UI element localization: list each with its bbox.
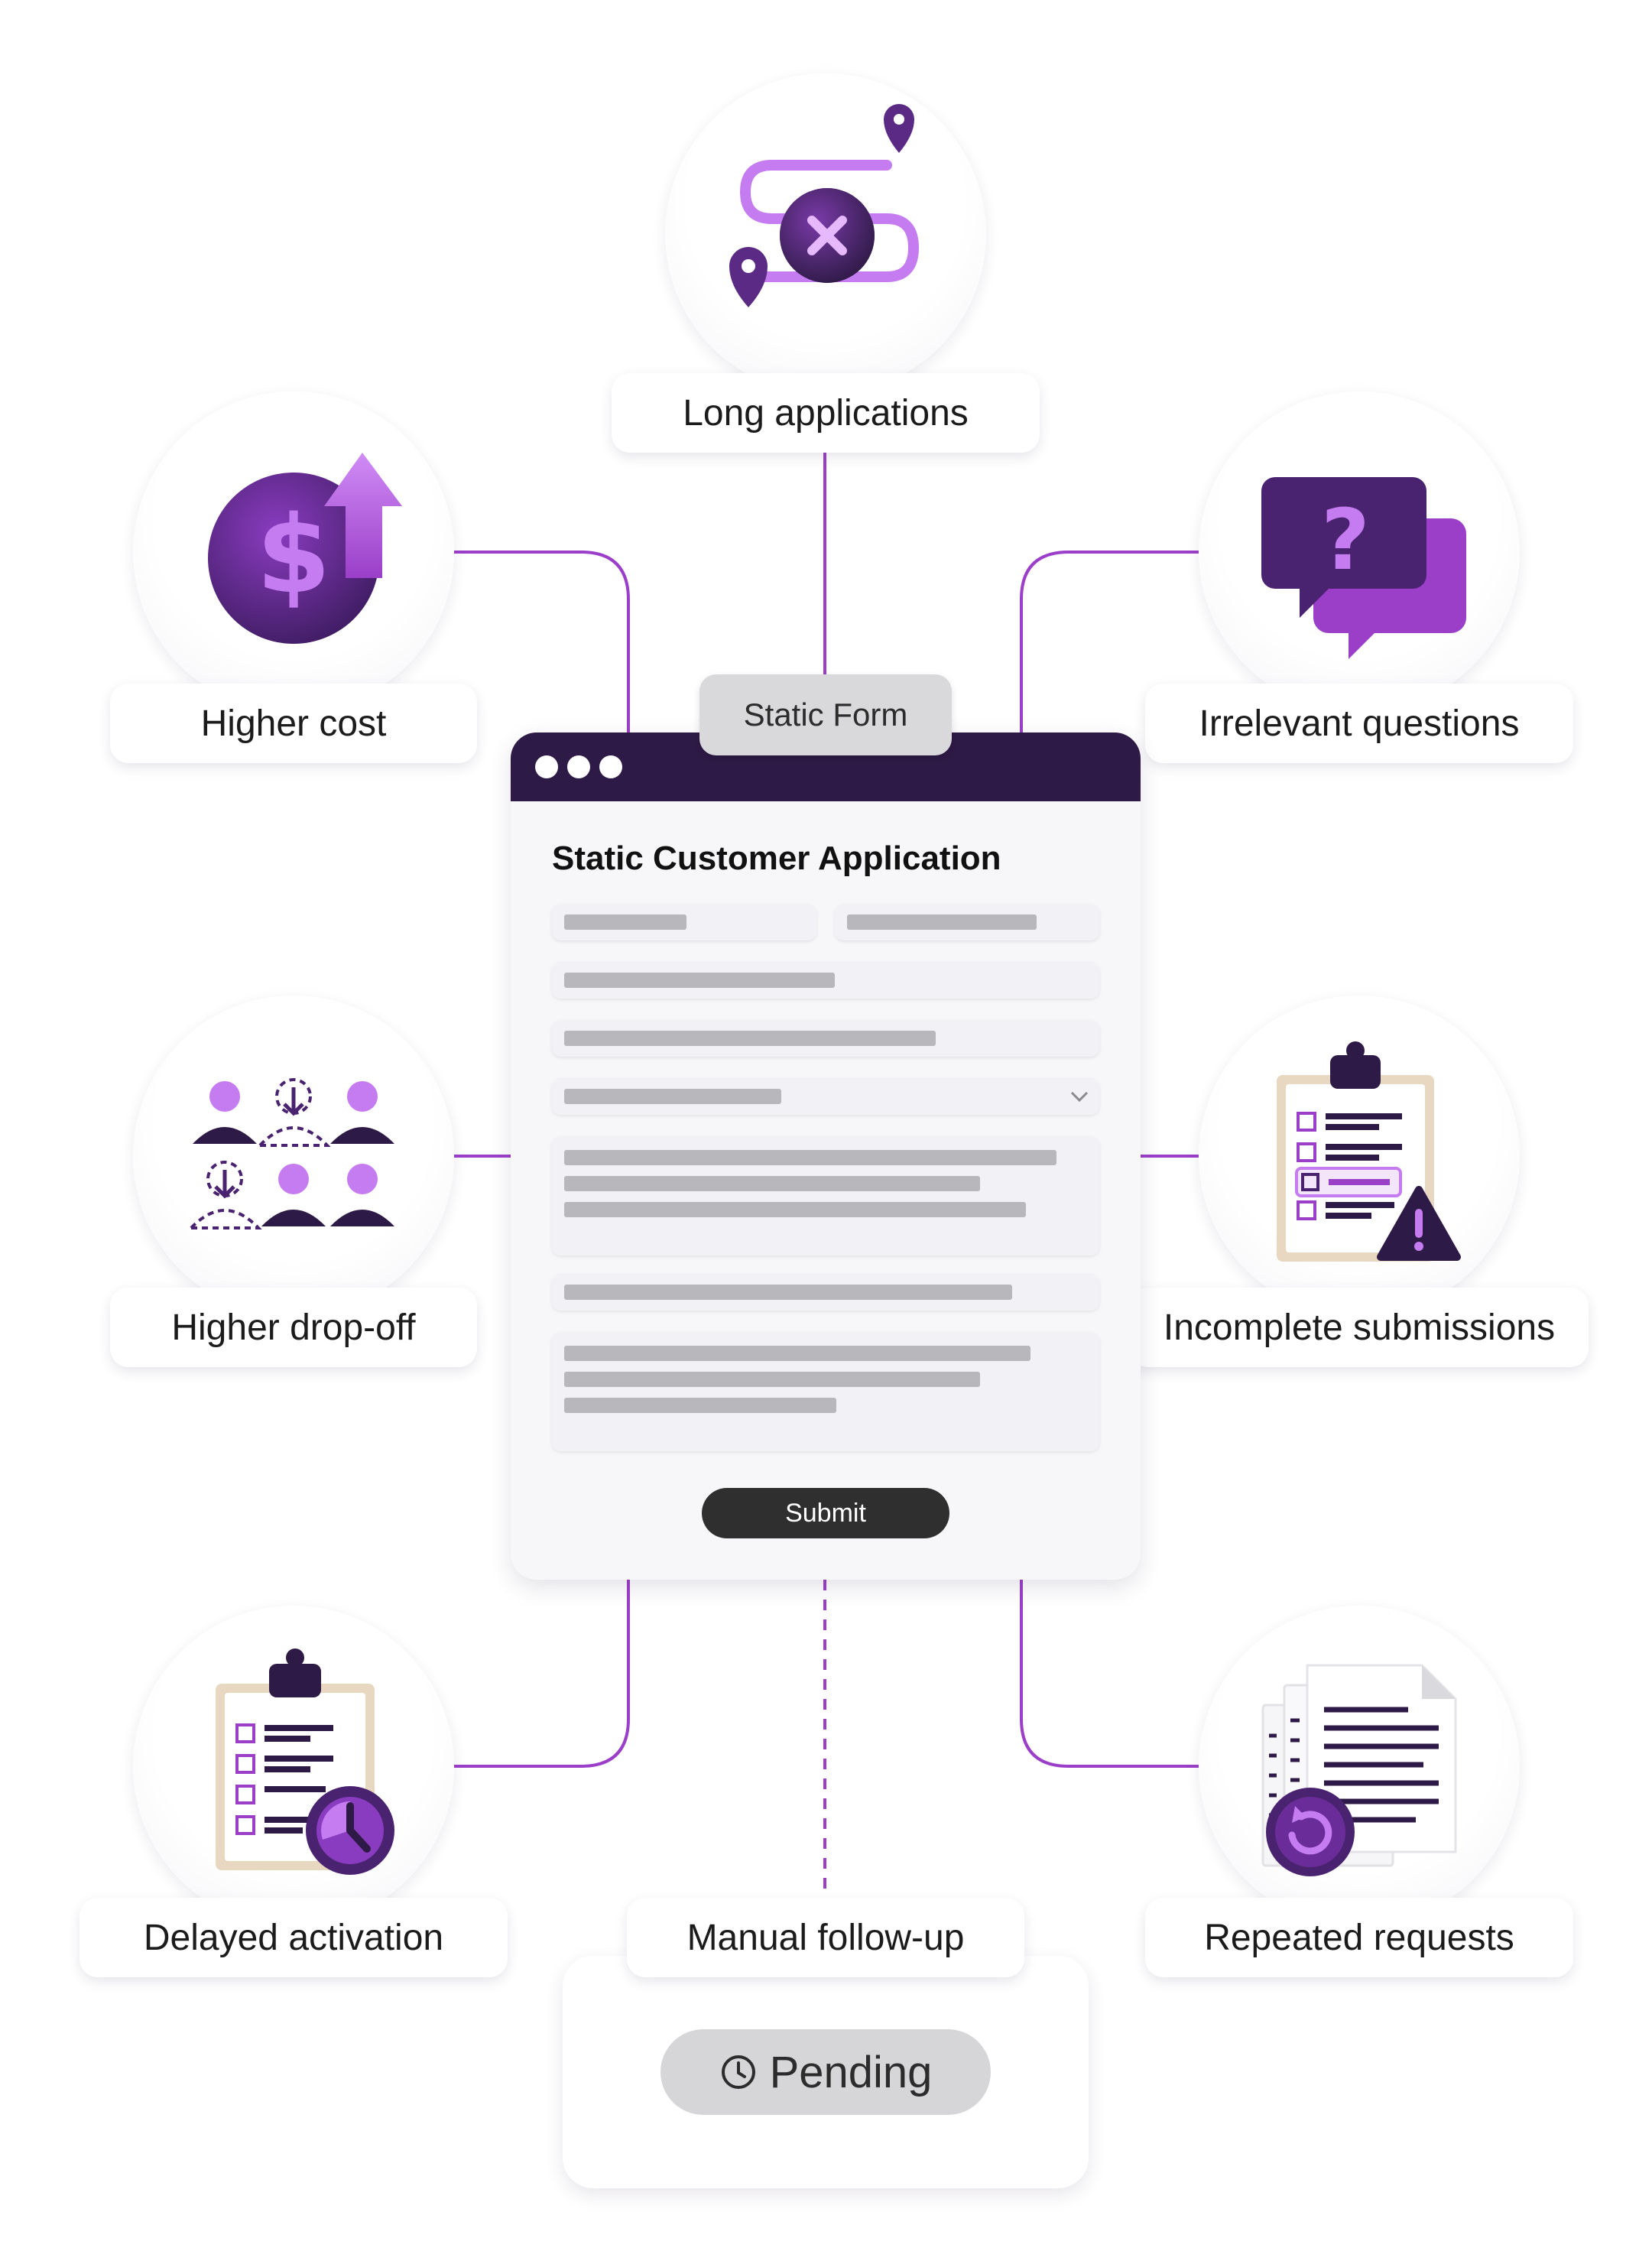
window-dot-icon <box>599 755 622 778</box>
pending-status[interactable]: Pending <box>660 2029 991 2115</box>
question-chat-icon: ? <box>1261 477 1466 659</box>
placeholder-bar <box>564 1285 1012 1300</box>
placeholder-bar <box>564 1346 1030 1361</box>
label-higher-dropoff: Higher drop-off <box>110 1288 477 1367</box>
placeholder-bar <box>564 1150 1056 1165</box>
svg-text:?: ? <box>1321 491 1370 589</box>
placeholder-bar <box>564 914 686 930</box>
placeholder-bar <box>564 1372 980 1387</box>
label-higher-cost: Higher cost <box>110 684 477 763</box>
placeholder-bar <box>564 1202 1026 1217</box>
placeholder-bar <box>847 914 1037 930</box>
label-long-applications: Long applications <box>612 373 1040 453</box>
svg-text:$: $ <box>256 493 330 618</box>
form-textarea-1[interactable] <box>552 1136 1099 1255</box>
window-dot-icon <box>535 755 558 778</box>
irrelevant-questions-circle: ? <box>1199 391 1520 713</box>
form-field-address[interactable] <box>552 1274 1099 1311</box>
submit-button[interactable]: Submit <box>702 1488 949 1538</box>
pending-label: Pending <box>769 2047 933 2097</box>
placeholder-bar <box>564 1089 781 1104</box>
window-dot-icon <box>567 755 590 778</box>
form-field-first-name[interactable] <box>552 904 816 940</box>
chevron-down-icon <box>1070 1091 1089 1103</box>
label-manual-followup: Manual follow-up <box>627 1898 1024 1977</box>
label-incomplete-submissions: Incomplete submissions <box>1130 1288 1589 1367</box>
clipboard-warning-icon <box>1277 1041 1461 1262</box>
connector-higher-cost <box>451 551 630 732</box>
documents-refresh-icon <box>1261 1664 1457 1876</box>
delayed-activation-circle <box>133 1606 454 1927</box>
dollar-up-arrow-icon: $ <box>208 453 402 644</box>
winding-route-icon <box>729 104 920 307</box>
placeholder-bar <box>564 1176 980 1191</box>
placeholder-bar <box>564 1398 836 1413</box>
form-textarea-2[interactable] <box>552 1332 1099 1451</box>
clock-icon <box>721 2055 755 2089</box>
form-select-dropdown[interactable] <box>552 1078 1099 1115</box>
clipboard-clock-icon <box>216 1648 394 1875</box>
static-form-window: Static Customer Application Submit <box>511 732 1141 1580</box>
form-field-phone[interactable] <box>552 1020 1099 1057</box>
label-irrelevant-questions: Irrelevant questions <box>1145 684 1573 763</box>
connector-irrelevant-questions <box>1020 551 1199 732</box>
form-field-email[interactable] <box>552 962 1099 999</box>
pending-card: Pending <box>563 1956 1089 2188</box>
label-delayed-activation: Delayed activation <box>80 1898 508 1977</box>
incomplete-submissions-circle <box>1199 996 1520 1317</box>
static-form-tag: Static Form <box>699 674 952 755</box>
form-field-last-name[interactable] <box>835 904 1099 940</box>
repeated-requests-circle <box>1199 1606 1520 1927</box>
label-repeated-requests: Repeated requests <box>1145 1898 1573 1977</box>
form-title: Static Customer Application <box>552 840 1001 877</box>
higher-cost-circle: $ <box>133 391 454 713</box>
higher-dropoff-circle <box>133 996 454 1317</box>
placeholder-bar <box>564 973 835 988</box>
long-applications-circle <box>665 73 986 395</box>
connector-repeated-requests <box>1020 1580 1199 1768</box>
people-dropoff-icon <box>187 1078 394 1229</box>
connector-delayed-activation <box>451 1580 630 1768</box>
placeholder-bar <box>564 1031 936 1046</box>
